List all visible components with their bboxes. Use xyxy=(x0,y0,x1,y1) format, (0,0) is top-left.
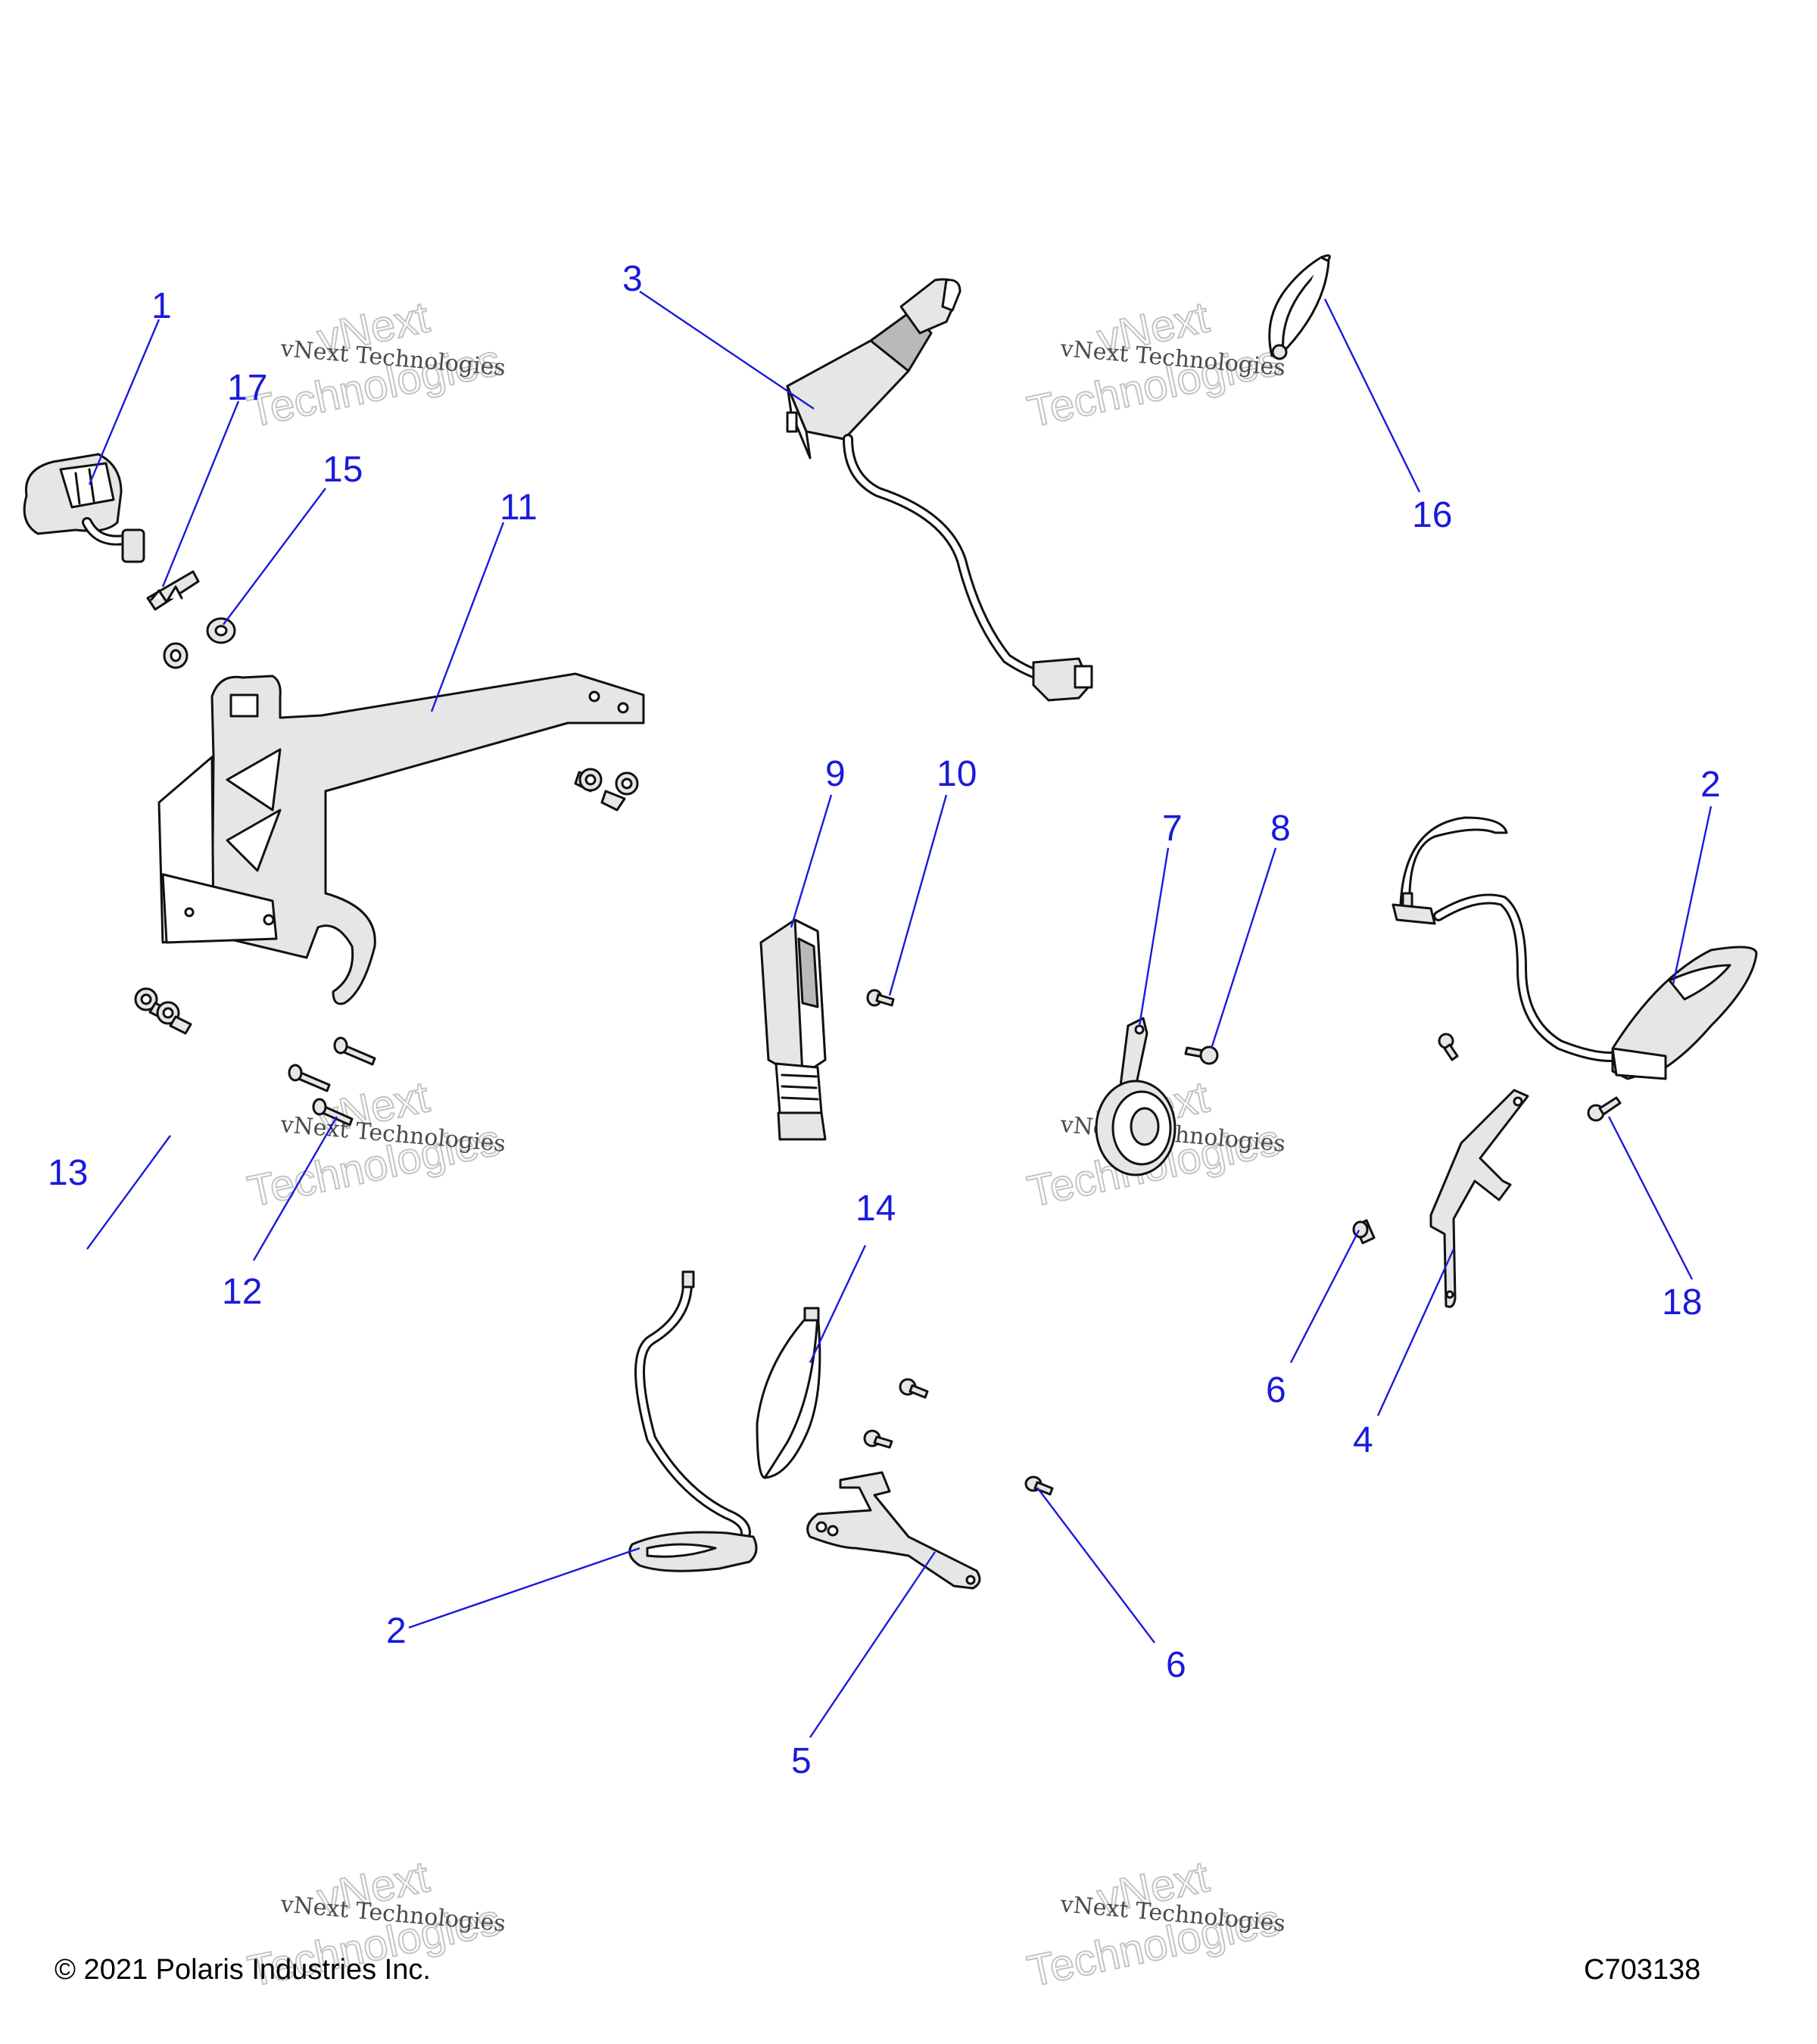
leader-lines xyxy=(86,291,1713,1738)
part-9-module xyxy=(759,918,827,1141)
callout-11: 11 xyxy=(500,488,538,528)
part-11-bracket xyxy=(157,672,645,1005)
callout-labels: 1 17 15 11 3 16 9 10 7 8 2 13 12 18 6 4 … xyxy=(48,259,1721,1781)
callout-6-right: 6 xyxy=(1266,1370,1286,1410)
part-13-bolts xyxy=(134,987,192,1035)
leader-18 xyxy=(1607,1116,1694,1280)
part-4-bracket xyxy=(1429,1089,1529,1308)
leader-4 xyxy=(1376,1248,1455,1416)
leader-11 xyxy=(430,522,505,712)
callout-2-right: 2 xyxy=(1700,765,1721,805)
screws-center-bottom xyxy=(863,1378,929,1449)
part-6-screw-bottom xyxy=(1024,1475,1054,1496)
leader-14 xyxy=(809,1245,867,1363)
part-6-screw-right xyxy=(1352,1219,1376,1245)
leader-8 xyxy=(1210,847,1277,1049)
part-7-horn xyxy=(1095,1017,1177,1176)
part-2-turn-signal-left xyxy=(628,1270,758,1572)
leader-9 xyxy=(790,794,833,928)
bolts-bracket-mount xyxy=(574,768,639,812)
callout-18: 18 xyxy=(1662,1282,1702,1323)
callout-17: 17 xyxy=(227,368,267,408)
part-17-clip xyxy=(146,570,200,611)
part-12-screws xyxy=(288,1036,376,1126)
leader-5 xyxy=(809,1551,936,1738)
leader-13 xyxy=(86,1135,171,1250)
part-18-screw xyxy=(1587,1096,1622,1122)
leader-6-bottom xyxy=(1036,1487,1155,1644)
copyright-notice: © 2021 Polaris Industries Inc. xyxy=(55,1954,431,1986)
leader-3 xyxy=(639,291,815,410)
callout-13: 13 xyxy=(48,1153,88,1193)
part-16-cable-tie xyxy=(1268,254,1331,360)
leader-17 xyxy=(161,400,240,587)
part-3-stalk-switch xyxy=(786,278,1093,702)
leader-12 xyxy=(252,1116,338,1261)
part-2-turn-signal-right xyxy=(1392,816,1758,1080)
callout-5: 5 xyxy=(791,1741,812,1781)
callout-14: 14 xyxy=(856,1189,896,1229)
leader-7 xyxy=(1138,847,1170,1027)
leader-2-left xyxy=(408,1547,640,1629)
part-10-screw xyxy=(866,989,895,1007)
callout-10: 10 xyxy=(937,754,977,794)
part-5-bracket xyxy=(806,1471,981,1590)
callout-2-left: 2 xyxy=(386,1611,407,1651)
callout-1: 1 xyxy=(151,286,172,326)
callout-16: 16 xyxy=(1412,495,1452,535)
callout-6-bottom: 6 xyxy=(1166,1645,1186,1685)
callout-4: 4 xyxy=(1353,1420,1373,1460)
part-1-switch-housing xyxy=(23,453,145,563)
leader-16 xyxy=(1323,298,1421,493)
callout-8: 8 xyxy=(1270,809,1291,849)
screw-near-turn-signal xyxy=(1438,1033,1459,1061)
leader-10 xyxy=(888,794,948,996)
part-8-screw xyxy=(1184,1045,1219,1065)
leader-2-right xyxy=(1672,805,1713,985)
callout-9: 9 xyxy=(825,754,846,794)
leader-6-right xyxy=(1289,1229,1360,1363)
drawing-number: C703138 xyxy=(1584,1954,1701,1986)
leader-15 xyxy=(223,488,326,625)
callout-12: 12 xyxy=(222,1272,262,1312)
part-15-grommets xyxy=(163,617,236,669)
leader-1 xyxy=(88,319,161,485)
callout-7: 7 xyxy=(1162,809,1183,849)
callout-3: 3 xyxy=(622,259,643,299)
part-14-cable-tie xyxy=(756,1307,821,1479)
callout-15: 15 xyxy=(323,450,363,490)
